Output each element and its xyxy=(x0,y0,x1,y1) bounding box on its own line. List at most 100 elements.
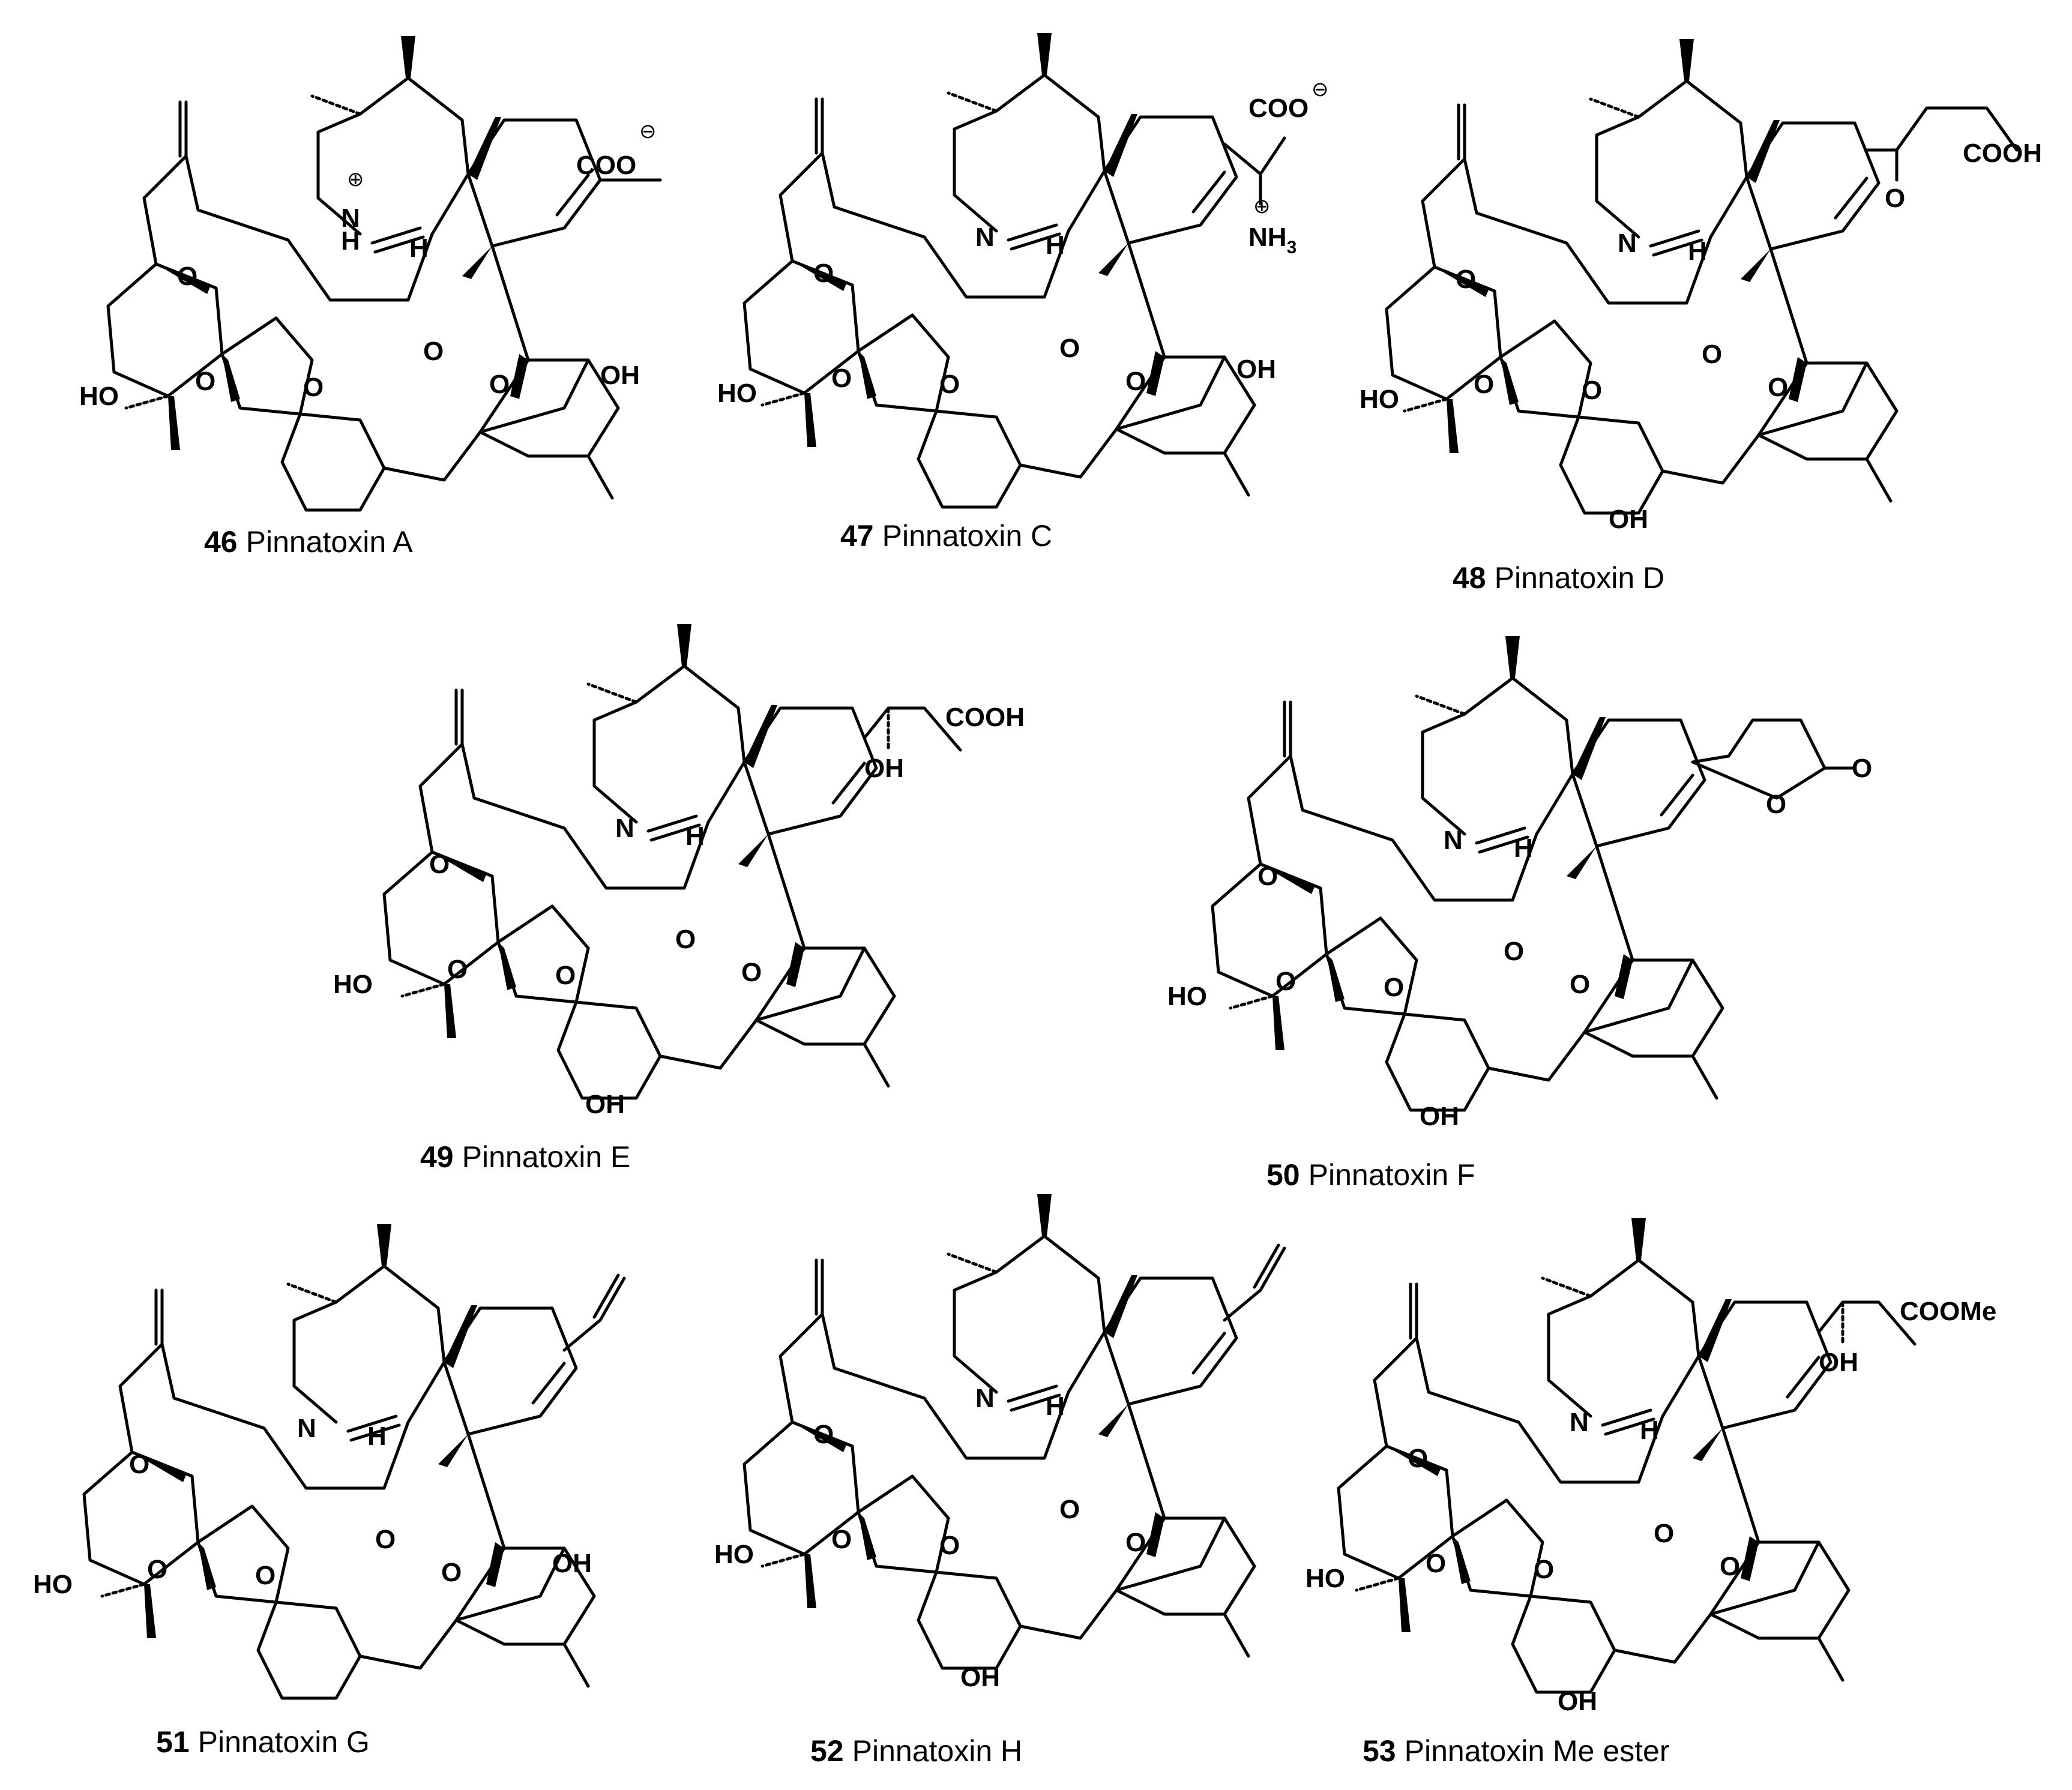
o-label: O xyxy=(555,961,576,990)
oh-label: OH xyxy=(1609,505,1648,534)
imine-n-label: N xyxy=(297,1414,316,1443)
ho-label: HO xyxy=(79,382,119,411)
o-label: O xyxy=(1570,970,1590,999)
ho-label: HO xyxy=(333,970,373,999)
o-label: O xyxy=(1125,367,1146,396)
lactone-o-label: O xyxy=(1766,790,1786,819)
o-label: O xyxy=(813,1420,834,1449)
compound-name: Pinnatoxin E xyxy=(462,1140,631,1174)
ho-label: HO xyxy=(1306,1564,1345,1593)
o-label: O xyxy=(1408,1444,1428,1473)
oh-label: OH xyxy=(600,361,640,390)
o-label: O xyxy=(939,1531,960,1560)
oh-label: OH xyxy=(960,1663,1000,1692)
oh-label: OH xyxy=(585,1090,625,1119)
oh-label: OH xyxy=(1420,1102,1459,1131)
o-label: O xyxy=(1768,373,1788,402)
lactone-carbonyl-o-label: O xyxy=(1852,754,1872,783)
compound-number: 46 xyxy=(204,525,238,559)
o-label: O xyxy=(939,370,960,399)
o-label: O xyxy=(129,1450,149,1479)
oh-label: OH xyxy=(1236,355,1276,384)
side-oh-label: OH xyxy=(864,754,904,783)
charge-plus-icon: ⊕ xyxy=(1253,195,1271,218)
o-label: O xyxy=(303,373,324,402)
compound-number: 47 xyxy=(840,519,874,553)
h-label: H xyxy=(409,233,429,263)
imine-n-label: N xyxy=(1618,229,1637,258)
compound-name: Pinnatoxin H xyxy=(852,1734,1023,1768)
amine-label: NH3 xyxy=(1248,223,1297,257)
o-label: O xyxy=(1720,1552,1740,1581)
h-label: H xyxy=(1514,833,1533,863)
h-label: H xyxy=(367,1422,387,1451)
o-label: O xyxy=(429,850,450,879)
imine-n-label: N xyxy=(341,203,360,233)
compound-number: 50 xyxy=(1266,1158,1300,1192)
acid-label: COOH xyxy=(1963,139,2042,168)
o-label: O xyxy=(1504,937,1524,966)
oh-label: OH xyxy=(552,1549,592,1578)
o-label: O xyxy=(1654,1519,1674,1548)
o-label: O xyxy=(813,259,834,288)
o-label: O xyxy=(489,370,510,399)
compound-number: 49 xyxy=(420,1140,454,1174)
o-label: O xyxy=(1059,334,1080,363)
compound-name: Pinnatoxin Me ester xyxy=(1405,1734,1670,1768)
o-label: O xyxy=(1534,1555,1554,1584)
side-oh-label: OH xyxy=(1819,1348,1858,1377)
ho-label: HO xyxy=(714,1540,754,1569)
imine-n-label: N xyxy=(615,814,634,843)
compound-name: Pinnatoxin C xyxy=(882,519,1053,553)
o-label: O xyxy=(1275,967,1296,996)
o-label: O xyxy=(831,1525,852,1554)
o-label: O xyxy=(1426,1549,1446,1578)
o-label: O xyxy=(741,958,762,987)
compound-name: Pinnatoxin F xyxy=(1309,1158,1475,1192)
o-label: O xyxy=(255,1561,276,1590)
ho-label: HO xyxy=(33,1570,73,1599)
charge-minus-icon: ⊖ xyxy=(1312,78,1329,101)
o-label: O xyxy=(831,364,852,393)
o-label: O xyxy=(1384,973,1404,1002)
compound-number: 48 xyxy=(1453,561,1486,595)
ho-label: HO xyxy=(1167,982,1207,1011)
h-label: H xyxy=(685,821,705,851)
acid-label: COO xyxy=(1248,94,1309,123)
compound-name: Pinnatoxin G xyxy=(198,1725,370,1759)
h-label: H xyxy=(1046,230,1065,260)
o-label: O xyxy=(1059,1495,1080,1524)
compound-number: 53 xyxy=(1363,1734,1396,1768)
o-label: O xyxy=(423,337,444,366)
o-label: O xyxy=(1257,862,1278,891)
ester-label: COOMe xyxy=(1900,1297,1996,1326)
o-label: O xyxy=(1702,340,1722,369)
acid-label: COOH xyxy=(945,703,1025,732)
o-label: O xyxy=(1474,370,1494,399)
o-label: O xyxy=(375,1525,396,1554)
o-label: O xyxy=(195,367,215,396)
o-label: O xyxy=(1456,265,1476,294)
h-label: H xyxy=(1688,236,1707,266)
imine-n-label: N xyxy=(1570,1408,1589,1437)
acid-label: COO xyxy=(576,151,636,180)
compound-number: 51 xyxy=(156,1725,190,1759)
h-label: H xyxy=(1046,1392,1065,1421)
compound-number: 52 xyxy=(810,1734,844,1768)
compound-name: Pinnatoxin D xyxy=(1495,561,1665,595)
o-label: O xyxy=(675,925,696,954)
imine-n-label: N xyxy=(975,223,995,252)
